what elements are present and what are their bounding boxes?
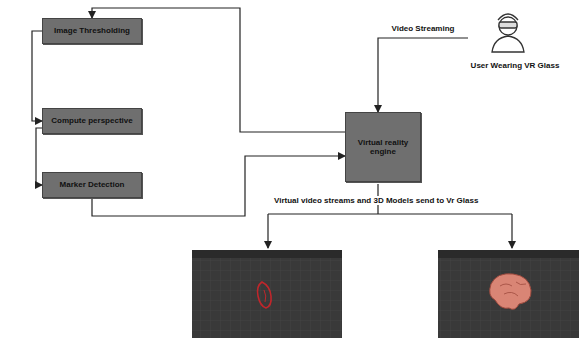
user-node: User Wearing VR Glass — [468, 8, 562, 70]
connector — [32, 31, 42, 121]
engine-box: Virtual reality engine — [345, 112, 421, 182]
process-box: Marker Detection — [42, 172, 142, 198]
screenshot-right — [438, 250, 579, 338]
node-text: Compute perspective — [51, 116, 132, 125]
process-box: Compute perspective — [42, 108, 142, 134]
process-box: Image Thresholding — [42, 18, 142, 44]
edge-label: Video Streaming — [390, 24, 457, 33]
screenshot-left — [192, 250, 342, 338]
node-text: Marker Detection — [60, 180, 125, 189]
connector — [378, 38, 468, 112]
note-label: Virtual video streams and 3D Models send… — [272, 196, 480, 205]
node-text: Image Thresholding — [54, 26, 130, 35]
user-icon — [492, 14, 524, 52]
node-text: Virtual reality engine — [346, 138, 420, 156]
output-arrows — [268, 184, 512, 248]
node-text: User Wearing VR Glass — [471, 61, 560, 70]
